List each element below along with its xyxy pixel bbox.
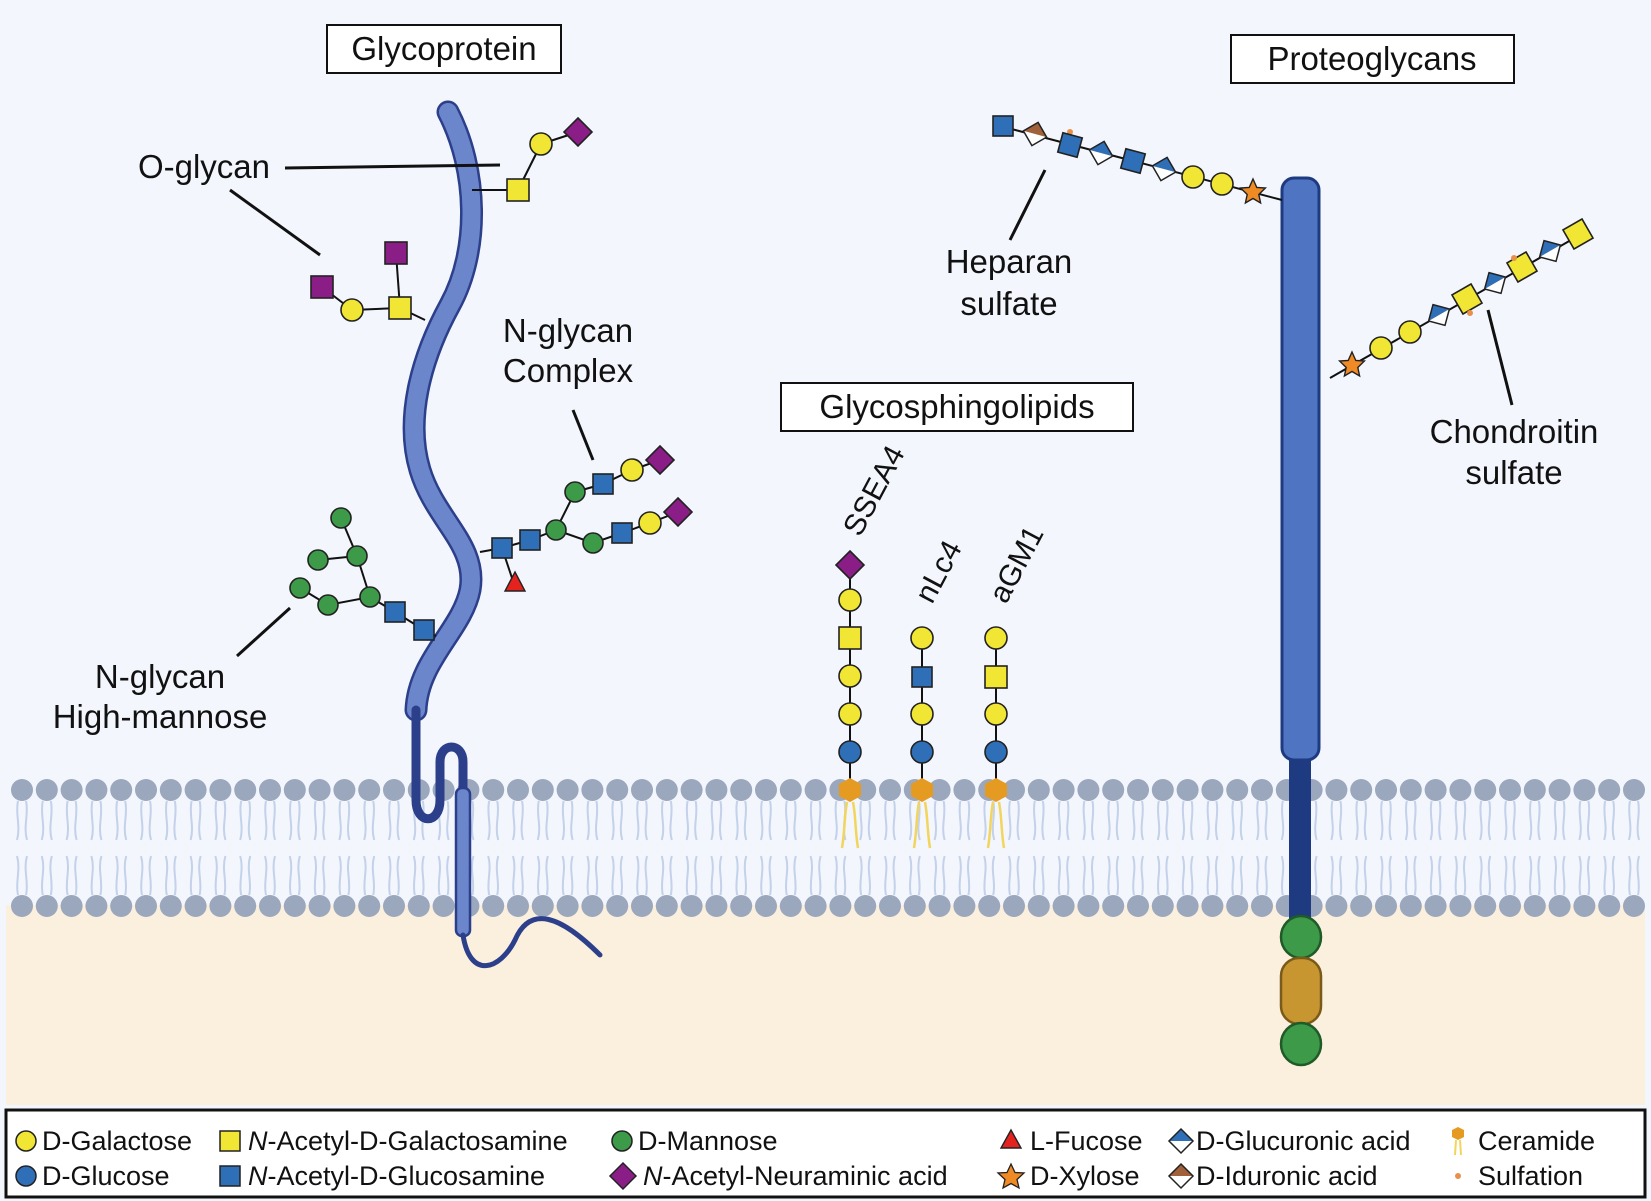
chondroitin-sulfate-label: Chondroitin xyxy=(1430,413,1599,450)
chondroitin-sulfate-chain xyxy=(1329,218,1594,379)
legend-galnac: N-Acetyl-D-Galactosamine xyxy=(219,1126,568,1156)
legend-neu5ac: N-Acetyl-Neuraminic acid xyxy=(608,1161,948,1191)
svg-text:Glycosphingolipids: Glycosphingolipids xyxy=(819,388,1094,425)
svg-text:D-Iduronic acid: D-Iduronic acid xyxy=(1196,1161,1378,1191)
legend-sulfation: Sulfation xyxy=(1455,1161,1583,1191)
svg-text:N-Acetyl-Neuraminic acid: N-Acetyl-Neuraminic acid xyxy=(643,1161,948,1191)
n-glycan-high-mannose-label-2: High-mannose xyxy=(53,698,268,735)
glycoprotein-title: Glycoprotein xyxy=(326,24,562,74)
ssea4 xyxy=(835,550,865,850)
legend-d-glucuronic-acid: D-Glucuronic acid xyxy=(1167,1126,1411,1156)
n-glycan-complex-label: N-glycan xyxy=(503,312,633,349)
legend-l-fucose: L-Fucose xyxy=(999,1126,1143,1156)
n-glycan-complex-label-2: Complex xyxy=(503,352,634,389)
galactose-icon xyxy=(15,1130,37,1152)
svg-text:Ceramide: Ceramide xyxy=(1478,1126,1595,1156)
svg-text:Proteoglycans: Proteoglycans xyxy=(1267,40,1476,77)
chondroitin-sulfate-label-2: sulfate xyxy=(1465,454,1562,491)
leader-lines-proteoglycan xyxy=(1008,169,1514,406)
n-glycan-complex xyxy=(479,445,693,592)
svg-text:L-Fucose: L-Fucose xyxy=(1030,1126,1143,1156)
legend-ceramide: Ceramide xyxy=(1452,1126,1595,1156)
svg-text:N-Acetyl-D-Glucosamine: N-Acetyl-D-Glucosamine xyxy=(248,1161,545,1191)
xylose-icon xyxy=(996,1162,1026,1190)
svg-text:Sulfation: Sulfation xyxy=(1478,1161,1583,1191)
svg-text:Glycoprotein: Glycoprotein xyxy=(351,30,536,67)
svg-text:D-Mannose: D-Mannose xyxy=(638,1126,778,1156)
legend-d-mannose: D-Mannose xyxy=(611,1126,778,1156)
glycoprotein xyxy=(402,100,603,969)
proteoglycans-title: Proteoglycans xyxy=(1230,34,1515,84)
n-glycan-high-mannose-label: N-glycan xyxy=(95,658,225,695)
agm1 xyxy=(983,626,1009,850)
glcnac-icon xyxy=(219,1165,241,1187)
nlc4 xyxy=(909,626,935,850)
galnac-icon xyxy=(219,1130,241,1152)
legend-glcnac: N-Acetyl-D-Glucosamine xyxy=(219,1161,545,1191)
legend-d-xylose: D-Xylose xyxy=(996,1161,1140,1191)
mannose-icon xyxy=(611,1130,633,1152)
legend-d-glucose: D-Glucose xyxy=(15,1161,170,1191)
svg-text:D-Glucuronic acid: D-Glucuronic acid xyxy=(1196,1126,1411,1156)
fucose-icon xyxy=(999,1128,1023,1149)
svg-text:N-Acetyl-D-Galactosamine: N-Acetyl-D-Galactosamine xyxy=(248,1126,568,1156)
sialic-acid-icon xyxy=(608,1161,638,1191)
heparan-sulfate-label-2: sulfate xyxy=(960,285,1057,322)
glucose-icon xyxy=(15,1165,37,1187)
o-glycan-upper xyxy=(472,117,593,202)
heparan-sulfate-label: Heparan xyxy=(946,243,1073,280)
svg-text:D-Xylose: D-Xylose xyxy=(1030,1161,1140,1191)
cytoplasm xyxy=(6,905,1645,1105)
legend-d-iduronic-acid: D-Iduronic acid xyxy=(1167,1161,1378,1191)
o-glycan-lower xyxy=(310,241,426,322)
heparan-sulfate-chain xyxy=(992,115,1283,204)
legend: D-Galactose D-Glucose N-Acetyl-D-Galacto… xyxy=(4,1108,1647,1199)
n-glycan-high-mannose xyxy=(289,507,437,641)
proteoglycan-core-protein xyxy=(1279,176,1323,1067)
ceramide-icon xyxy=(1452,1127,1464,1156)
glycosphingolipids-title: Glycosphingolipids xyxy=(780,382,1134,432)
leader-lines-glycoprotein xyxy=(229,163,595,658)
o-glycan-label: O-glycan xyxy=(138,148,270,185)
svg-text:D-Glucose: D-Glucose xyxy=(42,1161,170,1191)
iduronic-acid-icon xyxy=(1167,1162,1195,1190)
glucuronic-acid-icon xyxy=(1167,1127,1195,1155)
svg-text:D-Galactose: D-Galactose xyxy=(42,1126,192,1156)
legend-d-galactose: D-Galactose xyxy=(15,1126,192,1156)
sulfation-icon xyxy=(1455,1173,1461,1179)
